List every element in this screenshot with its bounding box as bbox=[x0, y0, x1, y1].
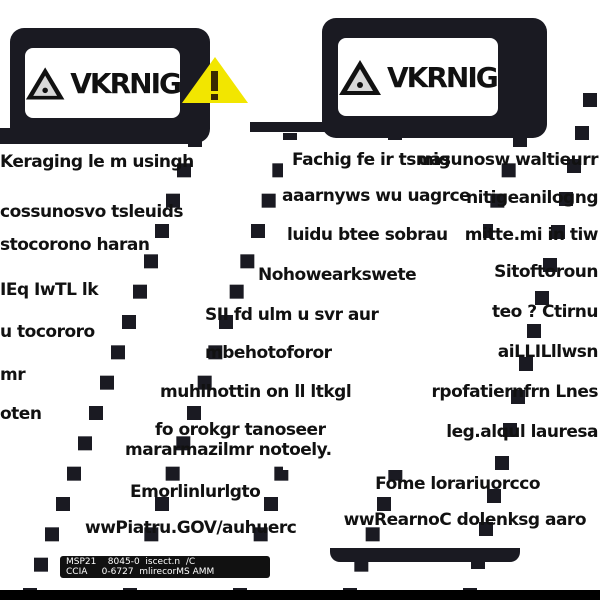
checker-square bbox=[144, 254, 158, 269]
sign-line: Fome lorariuorcco bbox=[375, 474, 540, 494]
checker-square bbox=[34, 557, 48, 572]
checker-square bbox=[219, 315, 233, 329]
sign-line: IEq IwTL lk bbox=[0, 280, 99, 300]
checker-square bbox=[229, 284, 244, 299]
checker-square bbox=[272, 163, 287, 178]
checker-square bbox=[177, 163, 191, 178]
right-sign-bottom-bar bbox=[330, 548, 520, 562]
checker-square bbox=[264, 497, 278, 511]
footer-label: MSP21 8045-0 iscect.n /C CCIA 0-6727 mli… bbox=[60, 556, 270, 578]
checker-square bbox=[187, 406, 201, 420]
checker-square bbox=[575, 126, 589, 140]
sign-line: mitte.mi in tiw bbox=[464, 225, 599, 245]
sign-line: Nohowearkswete bbox=[258, 265, 417, 285]
checker-square bbox=[503, 423, 517, 437]
checker-square bbox=[527, 324, 541, 338]
sign-line: wwRearnoC dolenksg aaro bbox=[343, 510, 587, 530]
checker-square bbox=[122, 315, 136, 329]
sign-line: leg.alqul lauresa bbox=[446, 422, 598, 442]
checker-square bbox=[111, 345, 125, 360]
sign-line: nitigeanilogng bbox=[466, 188, 598, 208]
checker-square bbox=[56, 497, 70, 511]
checker-square bbox=[495, 456, 509, 470]
footer-line-1: MSP21 8045-0 iscect.n /C bbox=[66, 557, 196, 567]
checker-square bbox=[144, 527, 159, 542]
sign-line: Fachig fe ir tsmig bbox=[292, 150, 451, 170]
checker-square bbox=[251, 224, 265, 238]
checker-square bbox=[501, 163, 516, 178]
sign-line: Sitoftoroun bbox=[494, 262, 598, 282]
center-sign-body-box bbox=[283, 140, 483, 470]
sign-line: SII fd ulm u svr aur bbox=[205, 305, 379, 325]
checker-square bbox=[89, 406, 103, 420]
checker-square bbox=[543, 258, 557, 272]
sign-line: fo orokgr tanoseer bbox=[155, 420, 326, 440]
checker-square bbox=[511, 390, 525, 404]
checker-square bbox=[479, 522, 493, 536]
yellow-warning-triangle-icon bbox=[182, 57, 248, 103]
sign-line: aaarnyws wu uagrce bbox=[282, 186, 471, 206]
sign-line: teo ? Ctirnu bbox=[491, 302, 599, 322]
sign-line: muhlhottin on ll ltkgl bbox=[160, 382, 352, 402]
checker-square bbox=[166, 193, 180, 208]
warning-triangle-icon bbox=[339, 60, 381, 95]
checker-square bbox=[176, 436, 191, 451]
checker-square bbox=[197, 375, 212, 390]
sign-line: mararmazilmr notoely. bbox=[125, 440, 332, 460]
checker-square bbox=[490, 193, 505, 208]
checker-square bbox=[208, 345, 223, 360]
sign-line: oten bbox=[0, 404, 42, 424]
sign-line: uasunosw waltieurr bbox=[418, 150, 598, 170]
checker-square bbox=[535, 291, 549, 305]
footer-line-2: CCIA 0-6727 mlirecorMS AMM bbox=[66, 567, 215, 577]
sign-line: Keraging le m usingh bbox=[0, 152, 194, 172]
sign-line: wwPiatru.GOV/auhuerc bbox=[85, 518, 297, 538]
bottom-band bbox=[0, 590, 600, 600]
checker-square bbox=[45, 527, 59, 542]
checker-square bbox=[388, 466, 403, 481]
checker-square bbox=[155, 224, 169, 238]
sign-line: Emorlinlurlgto bbox=[130, 482, 261, 502]
center-sign-title: VKRNIG bbox=[387, 60, 499, 94]
checker-square bbox=[377, 497, 391, 511]
center-sign-header-bar bbox=[250, 122, 430, 132]
checker-square bbox=[583, 93, 597, 107]
checker-square bbox=[261, 193, 276, 208]
sign-line: mr bbox=[0, 365, 26, 385]
checker-square bbox=[133, 284, 147, 299]
checker-square bbox=[487, 489, 501, 503]
sign-line: mbehotoforor bbox=[205, 343, 332, 363]
checker-square bbox=[253, 527, 268, 542]
checker-square bbox=[100, 375, 114, 390]
left-sign-header-bar bbox=[0, 128, 190, 144]
checker-square bbox=[78, 436, 92, 451]
checker-square bbox=[365, 527, 380, 542]
checker-square bbox=[240, 254, 255, 269]
checker-square bbox=[165, 466, 180, 481]
sign-line: u tocororo bbox=[0, 322, 95, 342]
left-sign-title-box: VKRNIG bbox=[25, 48, 182, 118]
sign-line: stocorono haran bbox=[0, 235, 150, 255]
sign-line: cossunosvo tsleuids bbox=[0, 202, 184, 222]
sign-line: luidu btee sobrau bbox=[287, 225, 448, 245]
checker-square bbox=[559, 192, 573, 206]
warning-triangle-icon bbox=[25, 67, 65, 100]
sign-line: rpofatiernfrn Lnes bbox=[431, 382, 599, 402]
checker-square bbox=[274, 466, 289, 481]
checker-square bbox=[551, 225, 565, 239]
checker-square bbox=[155, 497, 169, 511]
checker-square bbox=[567, 159, 581, 173]
checker-square bbox=[67, 466, 81, 481]
center-sign-title-box: VKRNIG bbox=[338, 38, 499, 116]
checker-square bbox=[519, 357, 533, 371]
left-sign-title: VKRNIG bbox=[70, 66, 182, 100]
sign-line: aiLLILllwsn bbox=[497, 342, 599, 362]
